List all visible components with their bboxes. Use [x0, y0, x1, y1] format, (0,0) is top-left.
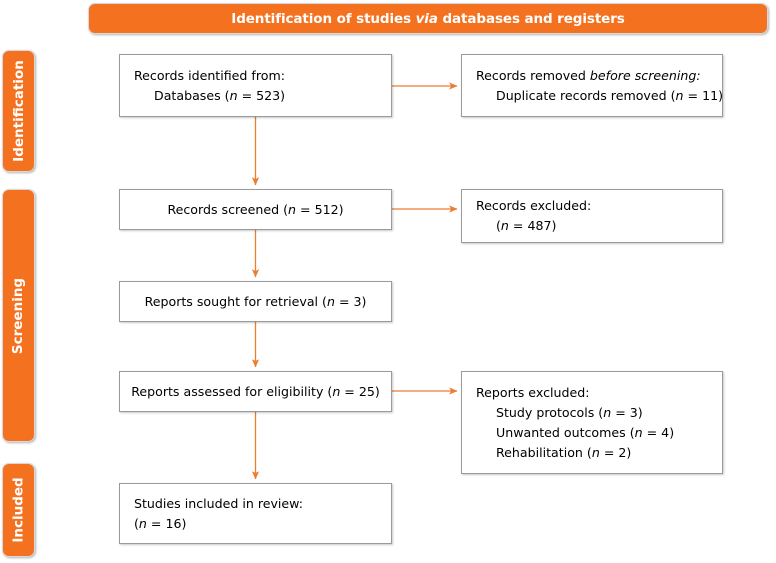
rec-excluded-paren-open: (	[496, 218, 501, 233]
box-records-excluded-line-2: (n = 487)	[476, 216, 708, 236]
assessed-count: = 25)	[340, 383, 380, 399]
box-records-removed-line-2: Duplicate records removed (n = 11)	[476, 86, 723, 106]
stage-band-identification: Identification	[2, 50, 35, 172]
box-reports-excluded: Reports excluded: Study protocols (n = 3…	[461, 371, 723, 474]
box-records-identified-line-1: Records identified from:	[134, 67, 285, 83]
box-reports-assessed: Reports assessed for eligibility (n = 25…	[119, 371, 392, 412]
box-studies-included-line-1: Studies included in review:	[134, 495, 304, 511]
n-italic: n	[634, 424, 643, 440]
sought-label: Reports sought for retrieval (	[144, 293, 327, 309]
removed-label: Records removed	[476, 67, 590, 83]
unwanted-outcomes-count: = 4)	[642, 424, 675, 440]
box-reports-assessed-line-1: Reports assessed for eligibility (n = 25…	[131, 382, 380, 402]
databases-label: Databases (	[154, 87, 230, 103]
box-reports-sought: Reports sought for retrieval (n = 3)	[119, 281, 392, 322]
duplicates-label: Duplicate records removed (	[496, 87, 676, 103]
before-screening-italic: before screening:	[589, 67, 701, 83]
stage-band-included-label: Included	[10, 477, 27, 543]
rec-excluded-count: = 487)	[508, 218, 557, 233]
included-count: = 16)	[146, 515, 187, 531]
assessed-label: Reports assessed for eligibility (	[131, 383, 333, 399]
box-reports-excluded-line-4: Rehabilitation (n = 2)	[476, 443, 708, 463]
box-records-screened-line-1: Records screened (n = 512)	[167, 200, 343, 220]
sought-count: = 3)	[334, 293, 367, 309]
n-italic: n	[326, 293, 335, 309]
rehabilitation-count: = 2)	[599, 444, 632, 460]
box-records-removed: Records removed before screening: Duplic…	[461, 54, 723, 117]
box-reports-excluded-line-3: Unwanted outcomes (n = 4)	[476, 423, 708, 443]
box-records-identified: Records identified from: Databases (n = …	[119, 54, 392, 117]
included-paren-open: (	[134, 515, 139, 531]
screened-label: Records screened (	[167, 201, 289, 217]
n-italic: n	[500, 218, 509, 233]
box-reports-excluded-line-2: Study protocols (n = 3)	[476, 403, 708, 423]
stage-band-identification-label: Identification	[10, 60, 27, 162]
screened-count: = 512)	[296, 201, 344, 217]
box-reports-sought-line-1: Reports sought for retrieval (n = 3)	[145, 292, 367, 312]
study-protocols-label: Study protocols (	[496, 404, 604, 420]
box-reports-excluded-line-1: Reports excluded:	[476, 384, 590, 400]
duplicates-count: = 11)	[683, 87, 724, 103]
header-title-italic-via: via	[415, 10, 438, 27]
stage-band-included: Included	[2, 463, 35, 557]
box-records-excluded: Records excluded: (n = 487)	[461, 189, 723, 243]
box-records-removed-line-1: Records removed before screening:	[476, 66, 708, 86]
header-title-part-1: Identification of studies	[231, 10, 416, 27]
n-italic: n	[332, 383, 341, 399]
stage-band-screening-label: Screening	[10, 277, 27, 354]
n-italic: n	[603, 404, 612, 420]
n-italic: n	[288, 201, 297, 217]
rehabilitation-label: Rehabilitation (	[496, 444, 592, 460]
n-italic: n	[675, 87, 684, 103]
databases-count: = 523)	[237, 87, 286, 103]
box-records-excluded-line-1: Records excluded:	[476, 198, 592, 213]
study-protocols-count: = 3)	[611, 404, 643, 420]
box-records-screened: Records screened (n = 512)	[119, 189, 392, 230]
stage-band-screening: Screening	[2, 189, 35, 442]
unwanted-outcomes-label: Unwanted outcomes (	[496, 424, 635, 440]
n-italic: n	[138, 515, 147, 531]
diagram-header-title: Identification of studies via databases …	[231, 10, 625, 27]
n-italic: n	[591, 444, 600, 460]
box-studies-included-line-2: (n = 16)	[134, 514, 377, 534]
n-italic: n	[229, 87, 238, 103]
box-records-identified-line-2: Databases (n = 523)	[134, 86, 377, 106]
diagram-header-banner: Identification of studies via databases …	[88, 3, 768, 34]
header-title-part-2: databases and registers	[437, 10, 625, 27]
box-studies-included: Studies included in review: (n = 16)	[119, 483, 392, 544]
